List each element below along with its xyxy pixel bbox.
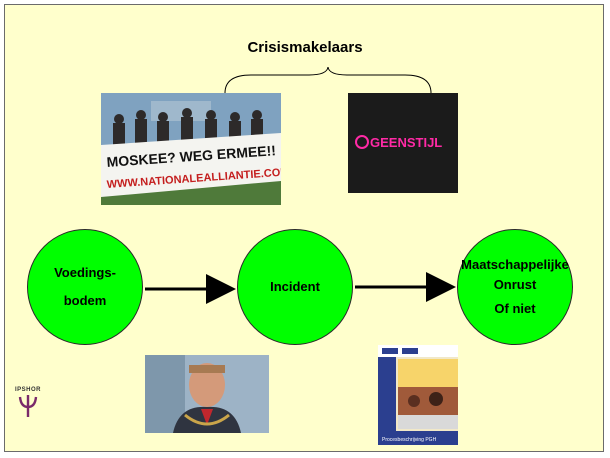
node-maatschappelijke-onrust: Maatschappelijke Onrust Of niet [457,229,573,345]
node-label: Onrust [493,277,537,292]
node-voedingsbodem: Voedings- bodem [27,229,143,345]
slide: Crisismakelaars MOSKEE? WEG ERMEE!! WWW.… [4,4,604,452]
geenstijl-text: GEENSTIJL [370,135,442,150]
curly-brace [224,67,432,94]
node-label: Maatschappelijke [461,257,569,272]
logo-text: IPSHOR [15,387,42,393]
mayor-photo [145,355,269,433]
psi-icon [18,395,38,417]
brochure-image: Procesbeschrijving PGH [378,345,458,445]
flow-arrows [145,272,456,304]
node-label: bodem [63,293,107,308]
node-incident: Incident [237,229,353,345]
diagram-title: Crisismakelaars [247,39,363,56]
node-label: Voedings- [54,265,116,280]
node-label: Incident [270,279,320,294]
node-label: Of niet [494,301,536,316]
protest-photo: MOSKEE? WEG ERMEE!! WWW.NATIONALEALLIANT… [101,93,281,205]
geenstijl-logo-image: GEENSTIJL [348,93,458,193]
brochure-footer-text: Procesbeschrijving PGH [382,437,437,443]
ipshor-logo: IPSHOR [15,387,41,424]
